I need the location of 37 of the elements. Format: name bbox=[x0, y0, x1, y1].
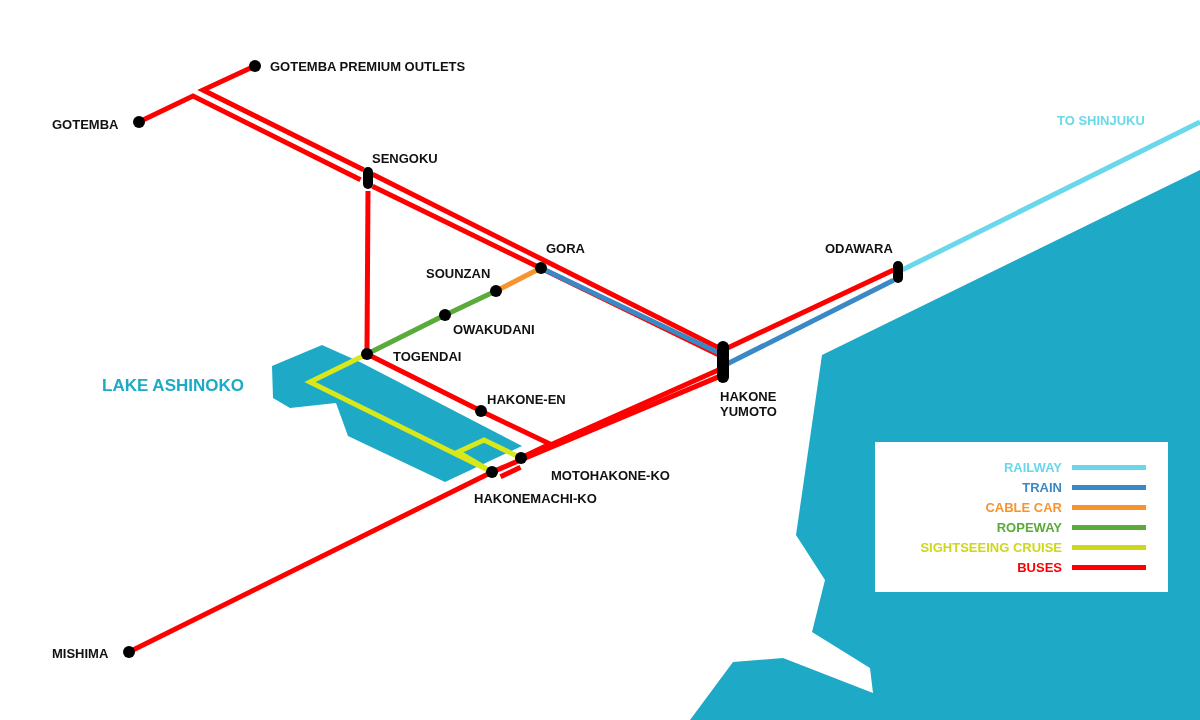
station-name: OWAKUDANI bbox=[453, 322, 535, 337]
route-line bbox=[370, 314, 442, 355]
route-line bbox=[726, 267, 895, 351]
station-name: TOGENDAI bbox=[393, 349, 462, 364]
station-name: SENGOKU bbox=[372, 151, 438, 166]
station-name: ODAWARA bbox=[825, 241, 893, 256]
station-name: GOTEMBA bbox=[52, 117, 119, 132]
station-name: GORA bbox=[546, 241, 585, 256]
legend-label: SIGHTSEEING CRUISE bbox=[920, 540, 1062, 555]
station-name: GOTEMBA PREMIUM OUTLETS bbox=[270, 59, 466, 74]
route-line bbox=[544, 267, 720, 356]
station-name: MOTOHAKONE-KO bbox=[551, 468, 670, 483]
edge-label: TO SHINJUKU bbox=[1055, 113, 1147, 128]
legend-label: TRAIN bbox=[1022, 480, 1062, 495]
route-line bbox=[448, 290, 493, 316]
route-line bbox=[364, 191, 371, 349]
route-line bbox=[901, 119, 1200, 273]
lake-name: LAKE ASHINOKO bbox=[102, 376, 244, 396]
route-line bbox=[142, 93, 362, 183]
route-line bbox=[495, 374, 720, 473]
station-name: HAKONEMACHI-KO bbox=[474, 491, 597, 506]
route-line bbox=[726, 277, 895, 367]
legend-label: BUSES bbox=[1017, 560, 1062, 575]
route-line bbox=[132, 471, 489, 653]
legend-label: ROPEWAY bbox=[996, 520, 1062, 535]
route-line bbox=[499, 464, 522, 480]
route-line bbox=[304, 353, 489, 473]
route-line bbox=[197, 65, 365, 173]
station-name: MISHIMA bbox=[52, 646, 109, 661]
route-line bbox=[452, 437, 518, 472]
legend-label: CABLE CAR bbox=[985, 500, 1062, 515]
station-name: HAKONE YUMOTO bbox=[720, 389, 778, 419]
station-name: SOUNZAN bbox=[426, 266, 491, 281]
route-line bbox=[370, 353, 478, 412]
route-line bbox=[499, 268, 538, 291]
legend-label: RAILWAY bbox=[1003, 460, 1062, 475]
station-name: HAKONE-EN bbox=[487, 392, 566, 407]
